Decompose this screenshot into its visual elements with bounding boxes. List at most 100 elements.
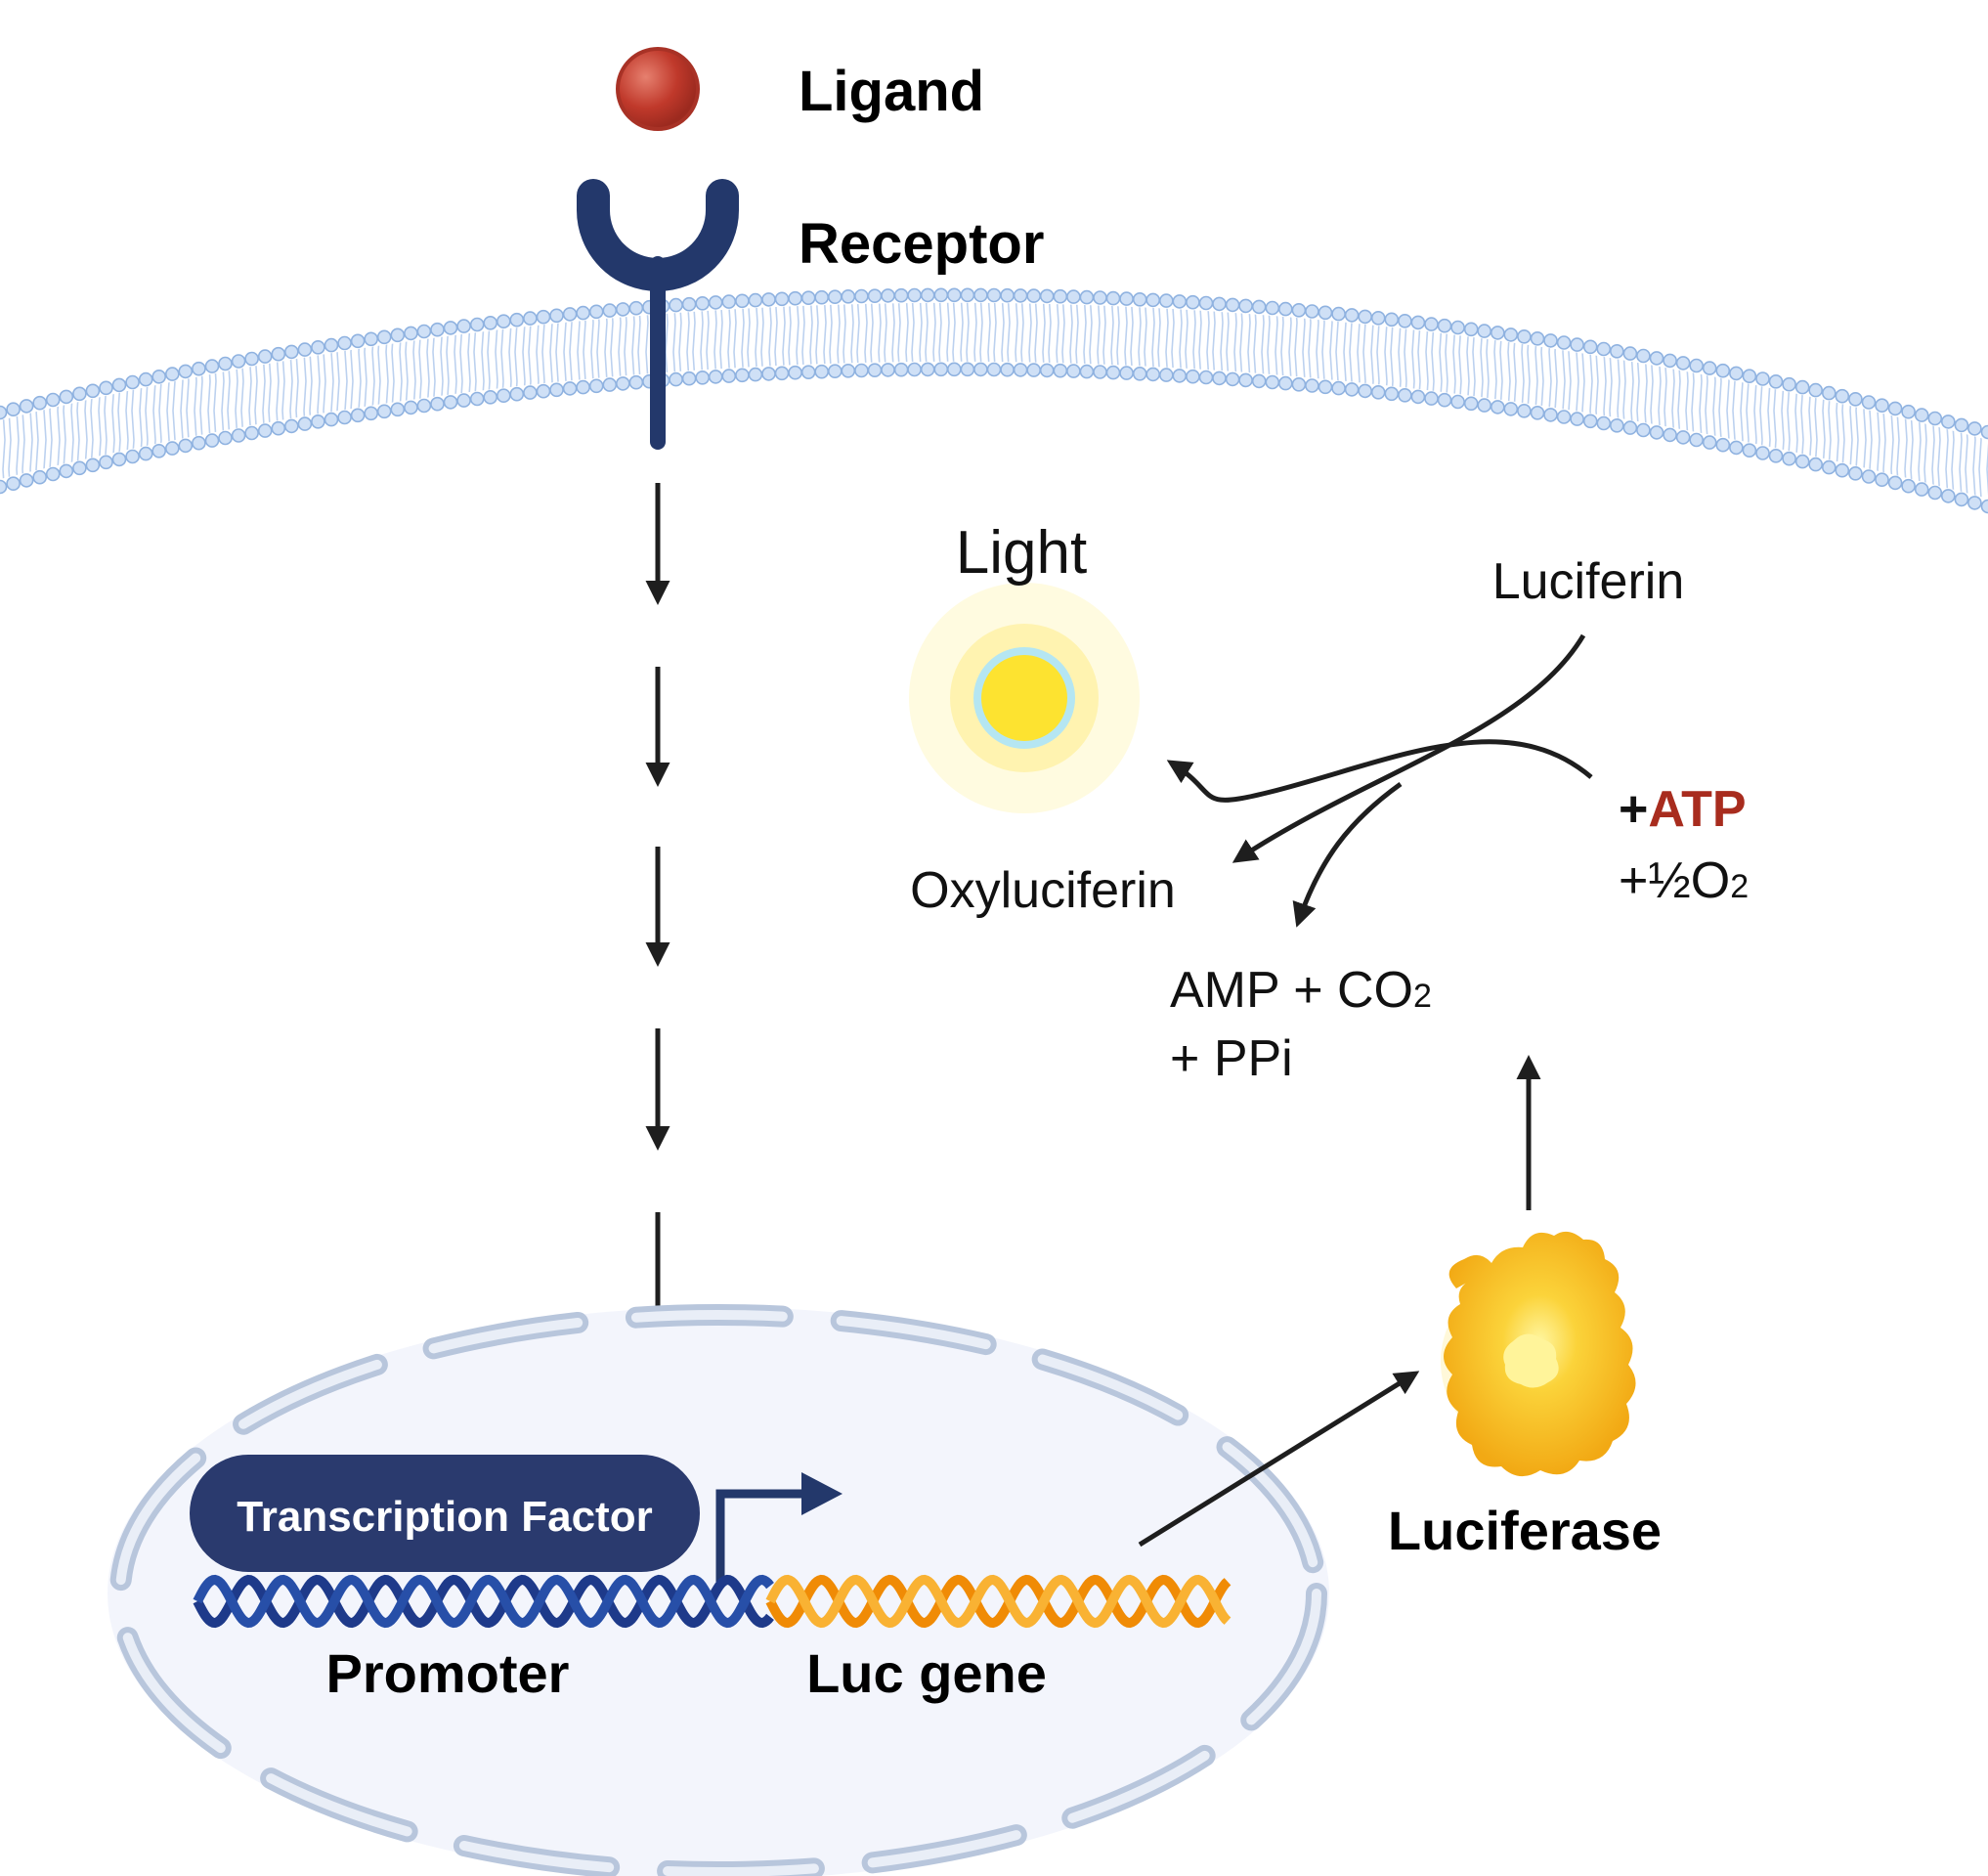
phospholipid-head	[748, 367, 763, 382]
byproducts-arrow	[1292, 781, 1403, 928]
phospholipid-head	[1914, 408, 1929, 422]
phospholipid-head	[986, 362, 1002, 377]
phospholipid-head	[1066, 364, 1081, 378]
phospholipid-head	[549, 382, 564, 398]
phospholipid-head	[1768, 448, 1784, 463]
phospholipid-head	[1291, 376, 1307, 392]
phospholipid-head	[1331, 380, 1346, 396]
phospholipid-head	[1318, 379, 1333, 395]
phospholipid-head	[32, 469, 48, 485]
membrane-inner-heads	[0, 362, 1988, 514]
phospholipid-head	[933, 287, 949, 303]
phospholipid-head	[1782, 376, 1796, 392]
phospholipid-head	[1225, 297, 1240, 313]
phospholipid-head	[946, 287, 962, 303]
phospholipid-head	[1503, 402, 1519, 416]
phospholipid-head	[1556, 410, 1572, 424]
phospholipid-head	[1305, 304, 1319, 319]
phospholipid-head	[1145, 367, 1160, 382]
phospholipid-head	[509, 312, 525, 327]
phospholipid-head	[1967, 421, 1982, 436]
receptor-label: Receptor	[799, 212, 1044, 276]
phospholipid-head	[244, 351, 259, 367]
phospholipid-head	[297, 342, 313, 357]
phospholipid-head	[283, 418, 299, 434]
phospholipid-head	[973, 287, 988, 303]
phospholipid-head	[1715, 437, 1731, 453]
phospholipid-head	[628, 374, 644, 390]
amp-line: AMP + CO2	[1170, 962, 1432, 1019]
phospholipid-head	[6, 402, 21, 417]
phospholipid-head	[1265, 300, 1280, 316]
phospholipid-head	[59, 463, 74, 479]
ligand-sphere	[616, 47, 700, 131]
phospholipid-head	[483, 315, 498, 330]
phospholipid-head	[271, 346, 286, 362]
phospholipid-head	[1186, 294, 1200, 310]
phospholipid-head	[708, 370, 723, 384]
phospholipid-head	[1729, 440, 1744, 456]
phospholipid-head	[549, 308, 564, 324]
atp-plus: +	[1619, 781, 1648, 838]
phospholipid-head	[138, 371, 153, 387]
phospholipid-head	[1039, 363, 1055, 378]
phospholipid-head	[1225, 371, 1240, 387]
phospholipid-head	[271, 420, 286, 436]
phospholipid-head	[628, 300, 644, 316]
phospholipid-head	[1914, 482, 1929, 497]
phospholipid-head	[735, 368, 750, 383]
phospholipid-head	[1848, 391, 1863, 407]
phospholipid-head	[178, 364, 194, 379]
phospholipid-head	[695, 370, 711, 385]
phospholipid-head	[1702, 435, 1717, 450]
phospholipid-head	[45, 392, 61, 408]
phospholipid-head	[1186, 369, 1200, 384]
phospholipid-head	[721, 294, 737, 309]
luc-gene-dna	[765, 1574, 1232, 1629]
phospholipid-head	[1450, 394, 1465, 410]
phospholipid-head	[376, 329, 392, 345]
phospholipid-head	[1848, 465, 1863, 481]
phospholipid-head	[588, 378, 604, 394]
phospholipid-head	[1384, 386, 1400, 402]
phospholipid-head	[1026, 288, 1041, 303]
phospholipid-head	[946, 362, 962, 377]
phospholipid-head	[827, 289, 843, 305]
phospholipid-head	[1887, 475, 1903, 491]
phospholipid-head	[1344, 308, 1360, 323]
phospholipid-head	[364, 406, 379, 421]
phospholipid-head	[800, 365, 816, 380]
phospholipid-head	[496, 314, 511, 329]
phospholipid-head	[602, 303, 618, 318]
phospholipid-head	[376, 404, 392, 419]
phospholipid-head	[443, 321, 458, 335]
phospholipid-head	[404, 326, 418, 341]
phospholipid-head	[536, 309, 551, 325]
phospholipid-head	[1689, 358, 1704, 373]
phospholipid-head	[1582, 414, 1598, 429]
phospholipid-head	[469, 317, 485, 332]
phospholipid-head	[774, 366, 790, 381]
phospholipid-head	[907, 287, 922, 303]
phospholipid-head	[1093, 365, 1107, 379]
phospholipid-head	[1530, 330, 1545, 346]
phospholipid-head	[138, 446, 153, 461]
phospholipid-head	[1556, 335, 1572, 350]
phospholipid-head	[456, 393, 471, 408]
phospholipid-head	[283, 344, 299, 360]
phospholipid-head	[1410, 315, 1426, 330]
phospholipid-head	[1398, 387, 1412, 403]
phospholipid-head	[669, 371, 683, 387]
phospholipid-head	[602, 377, 618, 392]
phospholipid-head	[85, 458, 101, 473]
phospholipid-head	[1159, 368, 1174, 382]
phospholipid-head	[297, 416, 313, 431]
phospholipid-head	[496, 388, 511, 404]
phospholipid-head	[588, 304, 604, 320]
phospholipid-head	[1145, 292, 1160, 308]
transcription-factor-label: Transcription Factor	[237, 1493, 652, 1541]
phospholipid-head	[1238, 298, 1253, 314]
o2-subscript: 2	[1730, 868, 1749, 905]
phospholipid-head	[324, 412, 339, 427]
phospholipid-head	[1808, 382, 1823, 398]
